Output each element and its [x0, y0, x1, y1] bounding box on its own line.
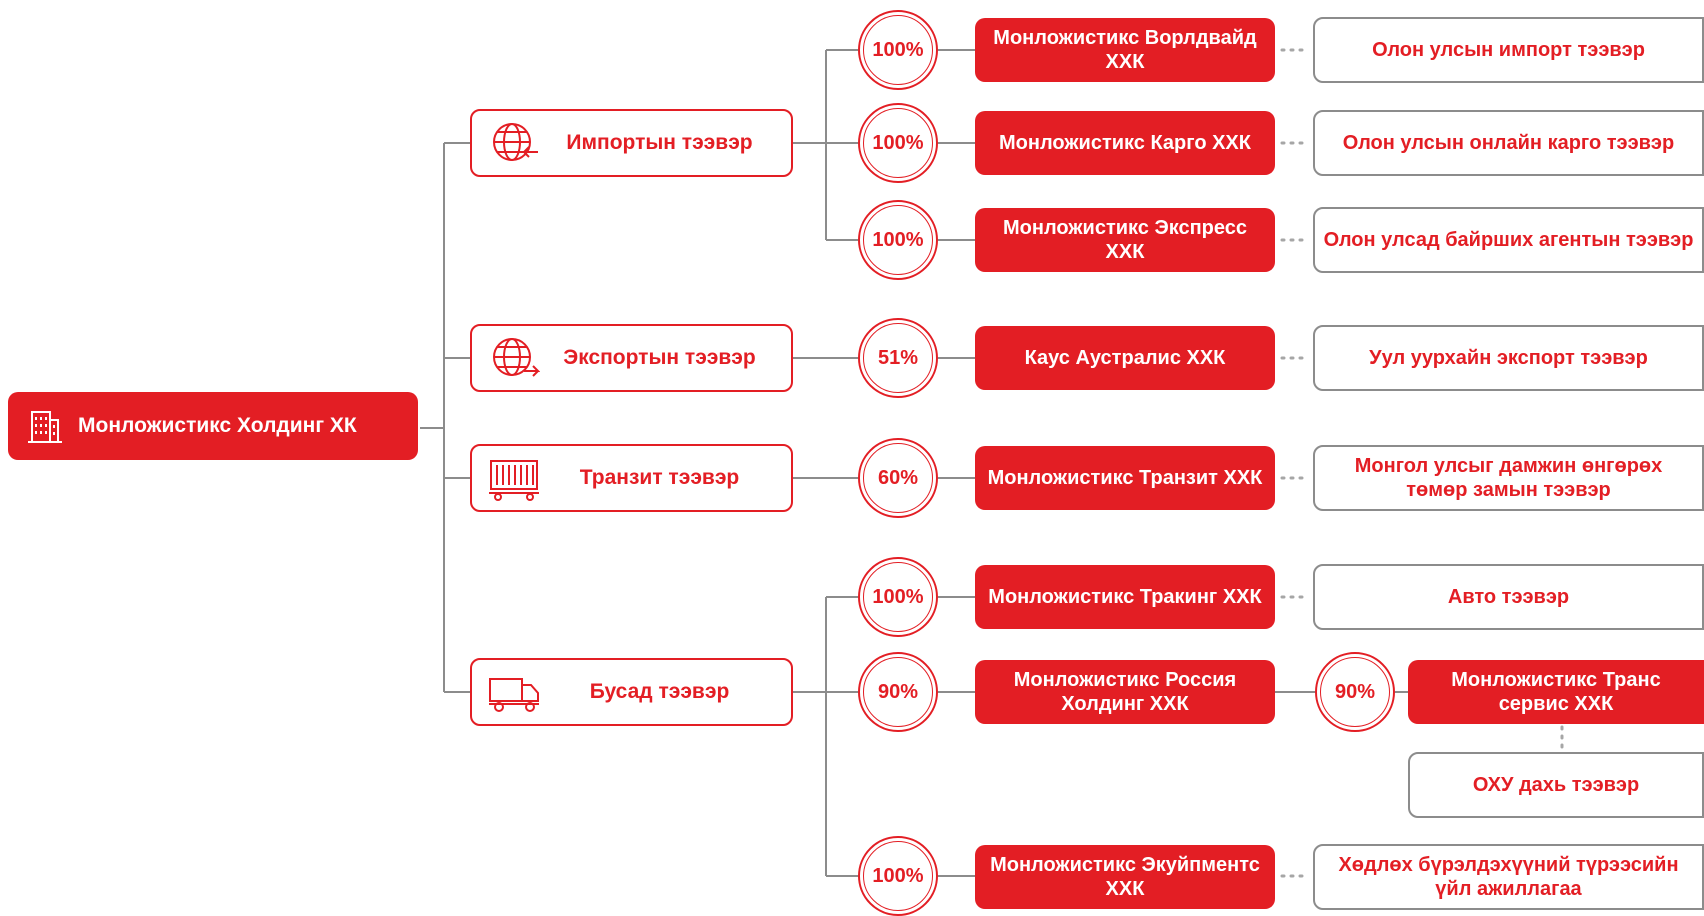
ownership-percent: 51%	[858, 318, 938, 398]
truck-icon	[489, 678, 539, 712]
activity-box: Авто тээвэр	[1313, 564, 1704, 630]
category-other: Бусад тээвэр	[470, 658, 793, 726]
subsidiary-ownership-percent: 90%	[1315, 652, 1395, 732]
ownership-percent: 100%	[858, 200, 938, 280]
activity-box: Олон улсын онлайн карго тээвэр	[1313, 110, 1704, 176]
category-label: Экспортын тээвэр	[563, 346, 756, 370]
globe-export-icon	[493, 338, 540, 377]
holding-node: Монложистикс Холдинг ХК	[8, 392, 418, 460]
activity-box: Хөдлөх бүрэлдэхүүний түрээсийн үйл ажилл…	[1313, 844, 1704, 910]
activity-box: Олон улсын импорт тээвэр	[1313, 17, 1704, 83]
ownership-percent: 100%	[858, 836, 938, 916]
category-import: Импортын тээвэр	[470, 109, 793, 177]
category-label: Транзит тээвэр	[579, 466, 740, 490]
building-icon	[28, 411, 62, 443]
company-node: Монложистикс Россия Холдинг ХХК	[975, 660, 1275, 724]
ownership-percent: 90%	[858, 652, 938, 732]
subsidiary-activity-box: ОХУ дахь тээвэр	[1408, 752, 1704, 818]
company-node: Каус Аустралис ХХК	[975, 326, 1275, 390]
ownership-percent: 100%	[858, 10, 938, 90]
company-node: Монложистикс Экспресс ХХК	[975, 208, 1275, 272]
category-transit: Транзит тээвэр	[470, 444, 793, 512]
company-node: Монложистикс Карго ХХК	[975, 111, 1275, 175]
company-node: Монложистикс Тракинг ХХК	[975, 565, 1275, 629]
ownership-percent: 60%	[858, 438, 938, 518]
company-node: Монложистикс Транзит ХХК	[975, 446, 1275, 510]
globe-import-icon	[493, 123, 538, 161]
category-label: Импортын тээвэр	[566, 131, 753, 155]
holding-label: Монложистикс Холдинг ХК	[78, 414, 357, 438]
activity-box: Уул уурхайн экспорт тээвэр	[1313, 325, 1704, 391]
company-node: Монложистикс Ворлдвайд ХХК	[975, 18, 1275, 82]
category-export: Экспортын тээвэр	[470, 324, 793, 392]
company-node: Монложистикс Экуйпментс ХХК	[975, 845, 1275, 909]
activity-box: Монгол улсыг дамжин өнгөрөх төмөр замын …	[1313, 445, 1704, 511]
category-label: Бусад тээвэр	[589, 680, 730, 704]
ownership-percent: 100%	[858, 103, 938, 183]
rail-container-icon	[489, 460, 539, 501]
activity-box: Олон улсад байрших агентын тээвэр	[1313, 207, 1704, 273]
subsidiary-company-node: Монложистикс Транс сервис ХХК	[1408, 660, 1704, 724]
ownership-percent: 100%	[858, 557, 938, 637]
